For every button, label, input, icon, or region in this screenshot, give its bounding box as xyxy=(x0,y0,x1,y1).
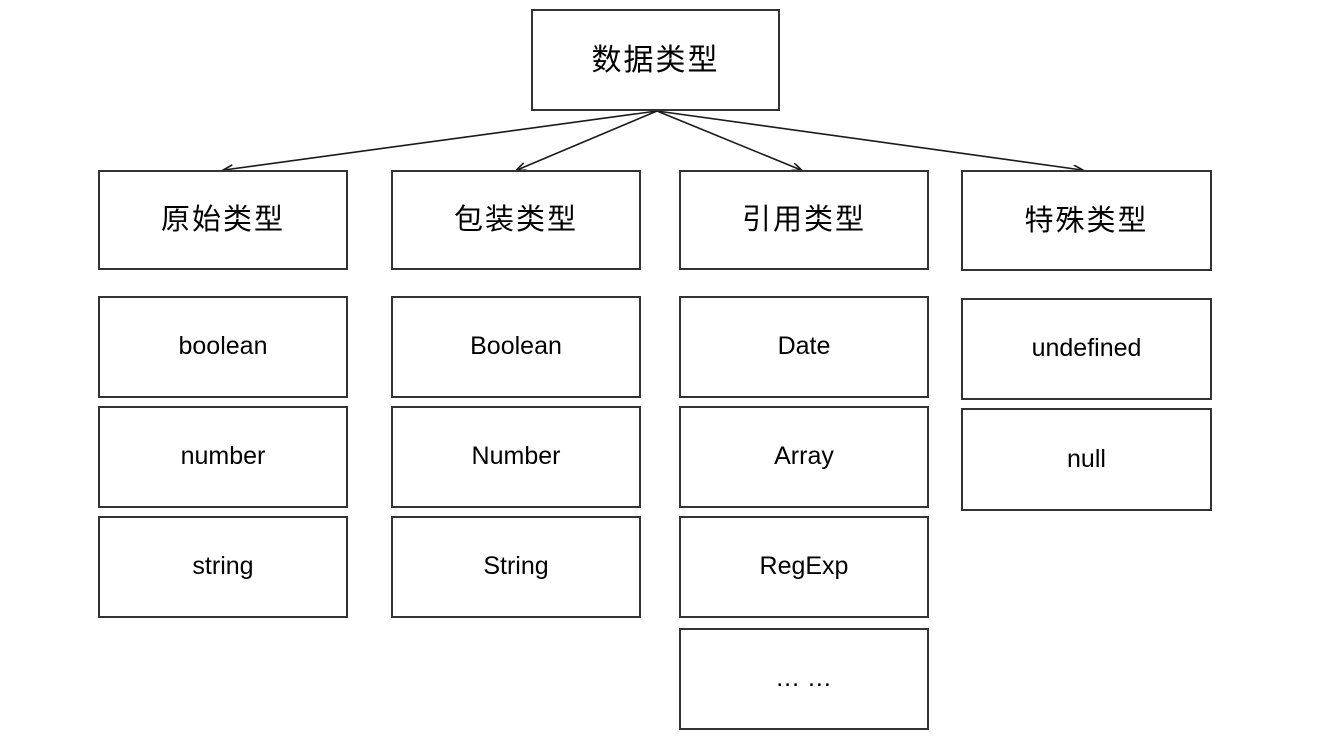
edge-数据类型-to-原始类型 xyxy=(224,110,658,170)
edge-数据类型-to-特殊类型 xyxy=(656,110,1082,170)
leaf-node-string: string xyxy=(98,516,348,618)
leaf-node-string: String xyxy=(391,516,641,618)
leaf-node-regexp: RegExp xyxy=(679,516,929,618)
leaf-node-null: null xyxy=(961,408,1212,511)
root-node-data-types: 数据类型 xyxy=(531,9,780,111)
leaf-node-number: Number xyxy=(391,406,641,508)
category-node-原始类型: 原始类型 xyxy=(98,170,348,270)
edge-数据类型-to-引用类型 xyxy=(656,110,801,170)
edge-数据类型-to-包装类型 xyxy=(517,110,658,170)
category-node-引用类型: 引用类型 xyxy=(679,170,929,270)
leaf-node-boolean: Boolean xyxy=(391,296,641,398)
leaf-node-array: Array xyxy=(679,406,929,508)
tree-edges xyxy=(224,110,1082,170)
category-node-特殊类型: 特殊类型 xyxy=(961,170,1212,271)
leaf-node-boolean: boolean xyxy=(98,296,348,398)
leaf-node-undefined: undefined xyxy=(961,298,1212,400)
leaf-node-number: number xyxy=(98,406,348,508)
category-node-包装类型: 包装类型 xyxy=(391,170,641,270)
leaf-node-node: ... ... xyxy=(679,628,929,730)
leaf-node-date: Date xyxy=(679,296,929,398)
